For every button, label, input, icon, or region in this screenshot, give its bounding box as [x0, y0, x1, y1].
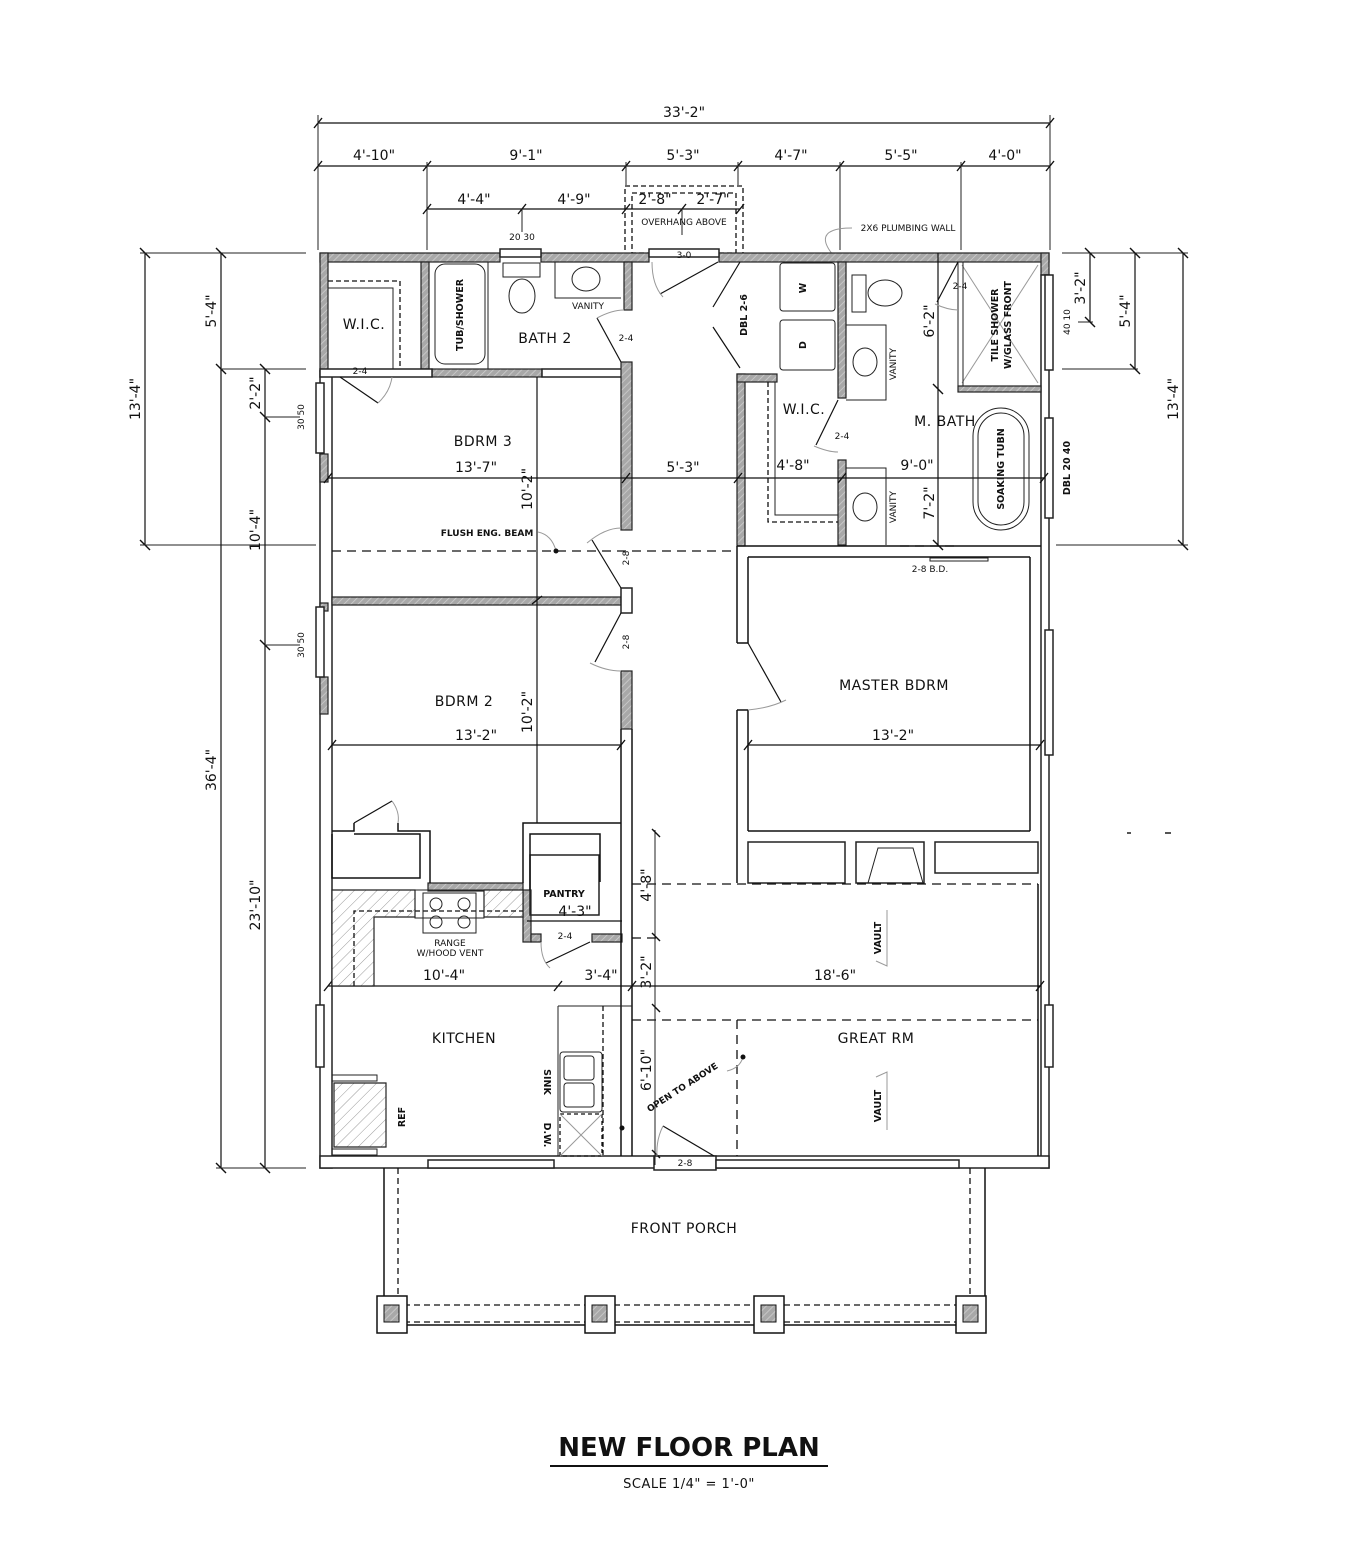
dim-great-width: 18'-6" [814, 968, 856, 984]
room-bath2: BATH 2 [518, 331, 572, 347]
dim-top-4: 4'-7" [774, 148, 807, 164]
dim-sub-1: 4'-4" [457, 192, 490, 208]
dryer-label: D [798, 341, 809, 349]
bath2-vanity-label: VANITY [572, 302, 605, 312]
doors: 2-4 2-4 2-8 2-8 [339, 261, 959, 1157]
dim-kitchen-counter: 3'-4" [584, 968, 617, 984]
dim-right-a: 3'-2" [1073, 271, 1089, 304]
plumbing-wall-label: 2X6 PLUMBING WALL [861, 224, 956, 234]
room-kitchen: KITCHEN [432, 1031, 496, 1047]
vault-label-lower: VAULT [873, 1089, 884, 1122]
drawing-scale: SCALE 1/4" = 1'-0" [623, 1477, 755, 1492]
room-great-rm: GREAT RM [838, 1031, 915, 1047]
bdrm2-door-label: 2-8 [622, 634, 632, 649]
washer-label: W [798, 282, 809, 293]
room-labels: W.I.C. BATH 2 BDRM 3 BDRM 2 W.I.C. M. BA… [343, 317, 976, 1237]
dim-left-outer: 13'-4" [128, 378, 144, 420]
room-front-porch: FRONT PORCH [631, 1221, 738, 1237]
dim-sub-2: 4'-9" [557, 192, 590, 208]
wic-left-door-label: 2-4 [353, 367, 368, 377]
dim-great-b: 3'-2" [639, 955, 655, 988]
bdrm3-door-label: 2-8 [622, 550, 632, 565]
dim-left-mid-a: 2'-2" [248, 376, 264, 409]
overall-width: 33'-2" [663, 105, 705, 121]
dim-mbath-width: 9'-0" [900, 458, 933, 474]
range-hood-label: W/HOOD VENT [417, 949, 484, 959]
overhang-label: OVERHANG ABOVE [641, 218, 727, 228]
dim-mbath-upper: 6'-2" [922, 304, 938, 337]
dishwasher-label: D.W. [541, 1123, 552, 1148]
front-door-label: 2-8 [678, 1159, 693, 1169]
dim-bdrm2-depth: 10'-2" [520, 691, 536, 733]
mbath-vanity-top-label: VANITY [889, 347, 899, 380]
pantry-door-label: 2-4 [558, 932, 573, 942]
room-master-bdrm: MASTER BDRM [839, 678, 949, 694]
exterior-walls: 3-0 2-8 [315, 248, 1054, 1171]
bifold-door-label: 2-8 B.D. [912, 565, 948, 575]
dim-top-2: 9'-1" [509, 148, 542, 164]
dim-mbath-lower: 7'-2" [922, 486, 938, 519]
right-dimensions: 3'-2" 5'-4" 13'-4" 40 10 DBL 20 40 [1056, 247, 1189, 834]
interior-walls [319, 261, 1042, 1156]
room-wic-master: W.I.C. [783, 402, 826, 418]
dim-pantry-width: 4'-3" [558, 904, 591, 920]
room-bdrm3: BDRM 3 [454, 434, 513, 450]
dim-bdrm3-width: 13'-7" [455, 460, 497, 476]
mbath-wic-door-label: 2-4 [835, 432, 850, 442]
laundry-door-label: DBL 2-6 [739, 294, 750, 336]
mbath-vanity-bottom-label: VANITY [889, 490, 899, 523]
dim-kitchen-width: 10'-4" [423, 968, 465, 984]
left-dimensions: 13'-4" 5'-4" 36'-4" 2'-2" 10'-4" 23'-10"… [128, 247, 316, 1174]
dim-bdrm3-depth: 10'-2" [520, 468, 536, 510]
dim-sub-3: 2'-8" [638, 192, 671, 208]
dim-top-5: 5'-5" [884, 148, 917, 164]
dim-hall-width: 5'-3" [666, 460, 699, 476]
dim-sub-4: 2'-7" [696, 192, 729, 208]
window-2030-label: 20 30 [509, 233, 535, 243]
dashed-lines [332, 545, 1039, 1165]
soaking-tub-label: SOAKING TUBN [996, 428, 1007, 509]
room-dimensions: 13'-7" 5'-3" 4'-8" 9'-0" 10'-2" 10'-2" 6… [323, 253, 1049, 1159]
tub-shower-label: TUB/SHOWER [455, 278, 466, 351]
tile-shower-label-2: W/GLASS FRONT [1003, 280, 1014, 369]
dim-great-c: 6'-10" [639, 1049, 655, 1091]
dim-bdrm2-width: 13'-2" [455, 728, 497, 744]
dim-top-6: 4'-0" [988, 148, 1021, 164]
dim-wic-width: 4'-8" [776, 458, 809, 474]
dim-top-3: 5'-3" [666, 148, 699, 164]
top-dimensions: 33'-2" 4'-10" 9'-1" 5'-3" 4'-7" 5'-5" 4'… [313, 105, 1055, 269]
dim-right-b: 5'-4" [1118, 294, 1134, 327]
flush-beam-label: FLUSH ENG. BEAM [441, 529, 534, 539]
dim-great-a: 4'-8" [639, 868, 655, 901]
dim-left-total: 36'-4" [204, 749, 220, 791]
dim-left-mid-b: 10'-4" [248, 509, 264, 551]
vault-label-upper: VAULT [873, 921, 884, 954]
dim-left-upper: 5'-4" [204, 294, 220, 327]
dim-right-c: 13'-4" [1166, 378, 1182, 420]
window-3050-upper: 30 50 [297, 404, 307, 430]
shower-door-label: 2-4 [953, 282, 968, 292]
dim-left-lower: 23'-10" [248, 880, 264, 931]
fixtures: TUB/SHOWER VANITY W D DBL 2-6 VANITY VAN… [328, 261, 1042, 1157]
room-master-bath: M. BATH [914, 414, 976, 430]
room-wic-left: W.I.C. [343, 317, 386, 333]
window-4010-label: 40 10 [1063, 309, 1073, 335]
refrigerator-label: REF [397, 1107, 408, 1127]
room-bdrm2: BDRM 2 [435, 694, 494, 710]
door-3-0-label: 3-0 [677, 251, 692, 261]
bath2-door-label: 2-4 [619, 334, 634, 344]
sink-label: SINK [541, 1069, 552, 1095]
room-pantry: PANTRY [543, 889, 585, 900]
dim-master-width: 13'-2" [872, 728, 914, 744]
window-dbl2040-label: DBL 20 40 [1062, 440, 1073, 495]
range-label: RANGE [434, 939, 466, 949]
drawing-title: NEW FLOOR PLAN [550, 1433, 828, 1467]
open-above-label: OPEN TO ABOVE [646, 1062, 721, 1115]
window-3050-lower: 30 50 [297, 632, 307, 658]
front-porch [376, 1168, 987, 1334]
dim-top-1: 4'-10" [353, 148, 395, 164]
tile-shower-label: TILE SHOWER [990, 288, 1001, 362]
